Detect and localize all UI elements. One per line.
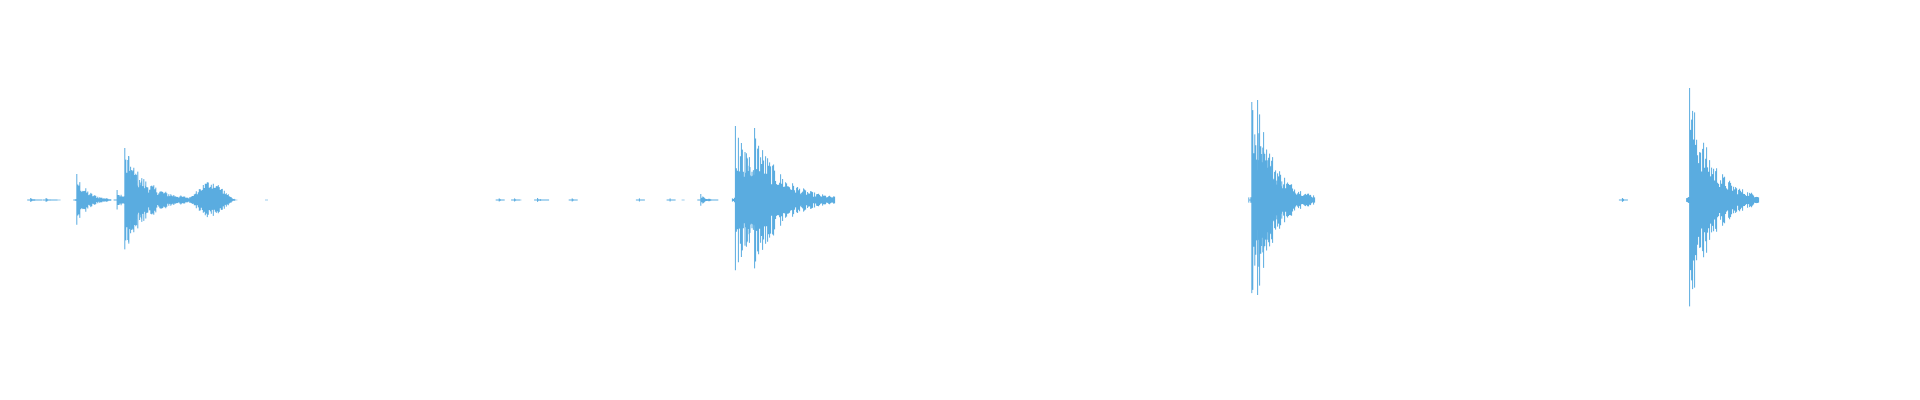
waveform-burst-tick-2: [42, 198, 58, 202]
waveform-burst-path: [666, 198, 676, 202]
silence-tick: [518, 199, 522, 201]
waveform-burst-path: [568, 198, 578, 202]
silence-tick: [57, 199, 61, 201]
waveform-burst-tick-8: [666, 198, 676, 202]
waveform-burst-tick-9: [697, 194, 719, 206]
waveform-burst-tick-5: [534, 198, 550, 202]
silence-tick: [265, 199, 268, 201]
silence-tick: [1282, 199, 1286, 201]
waveform-burst-transient-7: [1686, 88, 1760, 307]
silence-tick: [149, 199, 153, 201]
silence-tick: [34, 199, 38, 201]
waveform-burst-tick-6: [568, 198, 578, 202]
silence-tick: [783, 199, 787, 201]
waveform-trace: [27, 88, 1760, 307]
silence-tick: [96, 199, 99, 201]
waveform-burst-path: [697, 194, 719, 206]
silence-tick: [1718, 199, 1722, 201]
waveform-burst-path: [635, 198, 645, 202]
waveform-burst-path: [1686, 88, 1760, 307]
waveform-burst-path: [495, 198, 505, 202]
waveform-burst-path: [184, 182, 238, 218]
silence-tick: [681, 199, 685, 201]
waveform-burst-path: [534, 198, 550, 202]
waveform-silence-ticks: [34, 199, 1722, 201]
waveform-burst-path: [42, 198, 58, 202]
waveform-burst-sustained-noise: [184, 182, 238, 218]
waveform-burst-tick-3: [495, 198, 505, 202]
waveform-burst-path: [1618, 198, 1628, 202]
waveform-burst-tick-7: [635, 198, 645, 202]
waveform-burst-tick-10: [1618, 198, 1628, 202]
